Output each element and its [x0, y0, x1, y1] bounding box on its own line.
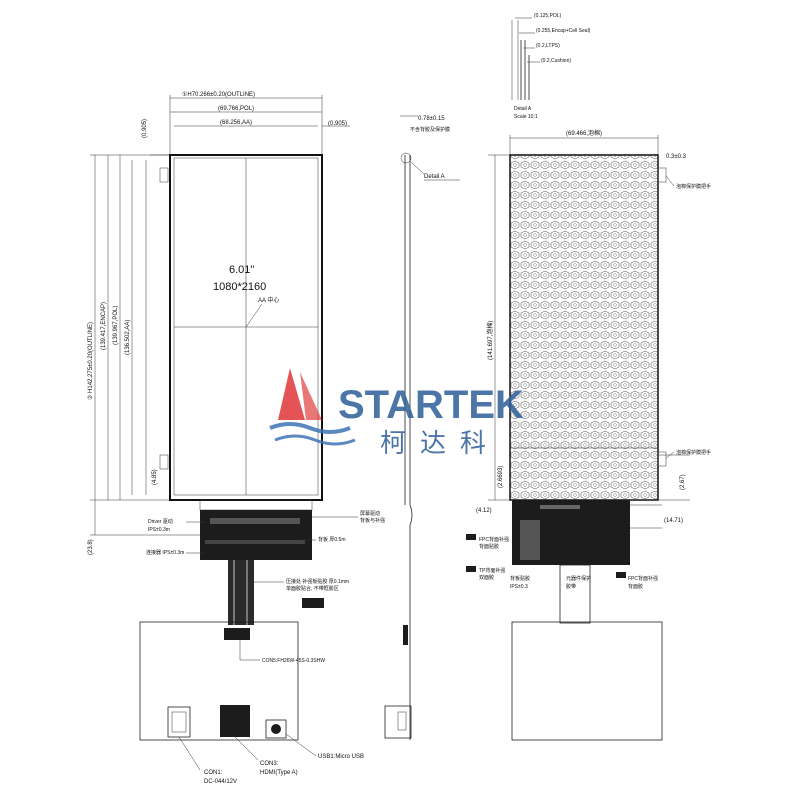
thickness-dim: 0.78±0.15 — [418, 116, 445, 122]
bottom-margin-dim: (4.85) — [152, 469, 158, 485]
con3-label: CON3: — [260, 761, 279, 767]
detail-cushion: (0.2,Cushion) — [541, 58, 571, 64]
edge-right-dim: (0.905) — [328, 121, 347, 127]
logo-wave — [269, 422, 351, 434]
back-dim-b: (14.71) — [664, 518, 683, 524]
fpc-note-sub: 背板与补强 — [360, 517, 385, 524]
back-note-3: 背板贴胶 — [510, 575, 530, 582]
fold-note-sub: 单面胶贴合, 不带框胶区 — [286, 585, 339, 592]
outline-height-dim: ② H142.275±0.20(OUTLINE) — [87, 322, 94, 400]
detail-encap: (0.255,Encap+Cell Seal) — [536, 28, 591, 34]
flex-cable — [228, 560, 254, 625]
watermark-chinese: 柯达科 — [380, 428, 500, 458]
hdmi-port — [220, 705, 250, 737]
driver-ic-note: Driver 驱动 — [148, 518, 173, 525]
logo-sail-red — [278, 368, 305, 420]
usb1-label: USB1:Micro USB — [318, 754, 364, 760]
back-flex-cable — [559, 564, 591, 624]
back-note-2-sub: 双面胶 — [479, 574, 494, 581]
con3-sub: HDMI(Type A) — [260, 770, 298, 776]
front-view: ①H70.266±0.20(OUTLINE) (69.766,POL) (68.… — [87, 91, 385, 785]
lower-total-dim: (23.8) — [88, 539, 94, 555]
detail-caption: Detail A — [514, 106, 532, 112]
back-controller-board — [511, 621, 663, 741]
edge-left-dim: (0.905) — [142, 119, 148, 138]
detail-ltps: (0.2,LTPS) — [536, 43, 560, 49]
encap-height-dim: (139.417,ENCAP) — [101, 302, 107, 350]
pol-height-dim: (139.967,POL) — [113, 306, 119, 345]
driver-ic-sub: IPS±0.3m — [148, 527, 170, 533]
back-note-1: FPC背面补强 — [479, 536, 509, 543]
usb-port — [265, 719, 287, 739]
back-dim-a: (4.12) — [476, 508, 492, 514]
back-note-4-sub: 胶带 — [566, 583, 576, 590]
startek-watermark: STARTEK 柯达科 — [269, 368, 524, 458]
back-note-5-sub: 背面胶 — [628, 583, 643, 590]
foam-panel — [509, 154, 659, 501]
back-note-4: 元器件保护 — [566, 575, 591, 582]
panel-size: 6.01" — [229, 264, 254, 276]
watermark-brand: STARTEK — [338, 383, 524, 427]
side-view: 0.78±0.15 不含背胶及保护膜 Detail A — [384, 115, 460, 740]
fpc-connector — [224, 628, 250, 640]
back-note-3-sub: IPS±0.3 — [510, 584, 528, 590]
con1-label: CON1: — [204, 770, 223, 776]
stiffener-note: 背板 厚0.5m — [318, 536, 346, 543]
detail-a-callout: Detail A — [424, 174, 445, 180]
detail-pol: (0.125,POL) — [534, 13, 562, 19]
outline-width-dim: ①H70.266±0.20(OUTLINE) — [182, 91, 255, 98]
back-height-dim: (141.697,泡棉) — [486, 321, 494, 360]
fpc-note: 屏幕驱动 — [360, 510, 380, 517]
panel-resolution: 1080*2160 — [213, 281, 266, 293]
back-dim-right: (2.67) — [680, 474, 686, 490]
detail-a: (0.125,POL) (0.255,Encap+Cell Seal) (0.2… — [511, 13, 591, 120]
aa-height-dim: (136.502,AA) — [125, 320, 131, 355]
thickness-note: 不含背胶及保护膜 — [410, 126, 450, 133]
back-view: (69.466,泡棉) 0.3±0.3 泡棉保护膜把手 泡棉保护膜把手 (141… — [466, 129, 711, 741]
back-dim-left: (2.6693) — [498, 466, 504, 488]
fold-note: 压接处 补强板贴胶 厚0.1mm — [286, 578, 349, 585]
con1-sub: DC-044/12V — [204, 779, 237, 785]
back-mid-note: 泡棉保护膜把手 — [676, 449, 711, 456]
pol-width-dim: (69.766,POL) — [218, 106, 254, 112]
back-offset-dim: 0.3±0.3 — [666, 154, 687, 160]
back-note-2: TP背面补强 — [479, 567, 505, 574]
conn-fpc-label: CON5:FH26W-45S-0.3SHW — [262, 658, 325, 664]
detail-scale: Scale 10:1 — [514, 114, 538, 120]
back-note-5: FPC背面补强 — [628, 575, 658, 582]
dc-jack — [167, 706, 191, 738]
aa-width-dim: (68.256,AA) — [220, 120, 252, 126]
back-width-dim: (69.466,泡棉) — [566, 129, 602, 137]
controller-board — [139, 621, 299, 741]
driver-fpc-block — [200, 510, 312, 560]
back-top-note: 泡棉保护膜把手 — [676, 183, 711, 190]
lower-note: 连接器 IPS±0.3m — [146, 549, 184, 556]
aa-center-note: AA 中心 — [258, 296, 279, 304]
back-note-1-sub: 背面贴胶 — [479, 543, 499, 550]
